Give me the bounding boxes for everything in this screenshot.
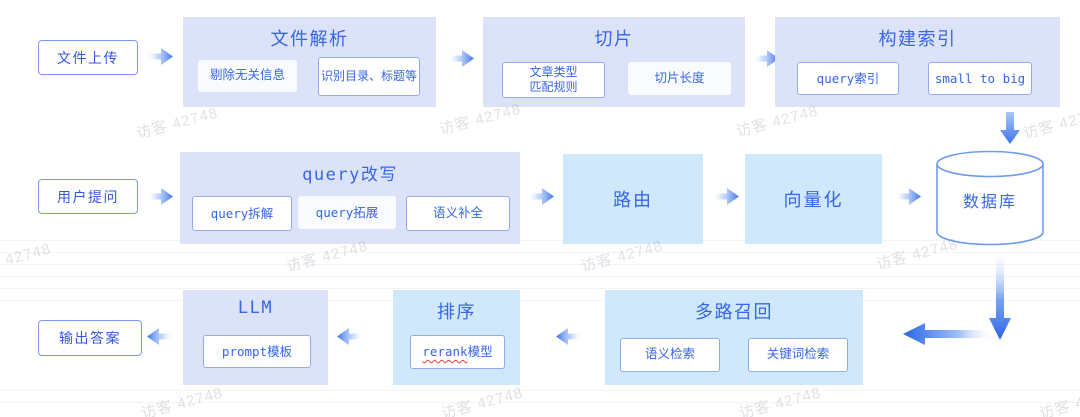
arrow-down-icon <box>1000 112 1020 144</box>
sub-item-prompt-template: prompt模板 <box>203 335 311 368</box>
sub-item-semantic-retrieval: 语义检索 <box>620 338 720 372</box>
stage-routing: 路由 <box>563 154 703 244</box>
sub-item-rerank-model: rerank模型 <box>410 335 505 369</box>
start-node-label: 用户提问 <box>57 188 119 205</box>
stage-title: 切片 <box>594 29 634 49</box>
stage-rerank: 排序 rerank模型 <box>393 290 520 385</box>
sub-item-query-decompose: query拆解 <box>192 196 292 231</box>
sub-item-label: small to big <box>934 70 1026 86</box>
start-node-output-answer: 输出答案 <box>38 320 142 356</box>
rerank-model-suffix: 模型 <box>467 344 493 360</box>
sub-item-article-type-rules: 文章类型匹配规则 <box>502 62 605 98</box>
stage-title: 排序 <box>437 302 476 322</box>
stage-build-index: 构建索引 query索引 small to big <box>775 17 1060 107</box>
sub-item-keyword-retrieval: 关键词检索 <box>748 338 848 372</box>
background-rule-line <box>0 402 1080 403</box>
sub-item-label: query拆解 <box>210 205 274 221</box>
background-rule-line <box>0 264 1080 265</box>
stage-title: 向量化 <box>783 190 844 210</box>
arrow-down-long-icon <box>989 248 1011 340</box>
sub-item-label: 剔除无关信息 <box>209 68 285 83</box>
visitor-watermark: 访客 42748 <box>134 104 220 143</box>
stage-vectorization: 向量化 <box>745 154 882 244</box>
database-cylinder: 数据库 <box>935 150 1045 246</box>
sub-item-label: 语义检索 <box>644 347 695 362</box>
sub-item-label: 识别目录、标题等 <box>320 69 417 83</box>
background-rule-line <box>0 288 1080 289</box>
arrow-left-icon <box>147 328 173 345</box>
visitor-watermark: 访客 42748 <box>1021 104 1080 143</box>
visitor-watermark: 访客 42748 <box>0 240 53 279</box>
stage-multi-path-recall: 多路召回 语义检索 关键词检索 <box>605 290 863 385</box>
sub-item-remove-irrelevant: 剔除无关信息 <box>198 60 297 92</box>
stage-llm: LLM prompt模板 <box>183 290 328 385</box>
sub-item-label: 关键词检索 <box>766 347 830 362</box>
stage-title: query改写 <box>302 165 398 185</box>
arrow-right-icon <box>713 188 739 205</box>
arrow-right-icon <box>147 48 173 65</box>
visitor-watermark: 访客 42748 <box>1037 384 1080 417</box>
background-rule-line <box>0 300 1080 301</box>
sub-item-small-to-big: small to big <box>928 62 1032 95</box>
sub-item-recognize-titles: 识别目录、标题等 <box>318 57 420 96</box>
sub-item-label: query拓展 <box>315 204 379 220</box>
sub-item-label: prompt模板 <box>221 343 293 359</box>
background-rule-line <box>0 390 1080 391</box>
sub-item-label: 切片长度 <box>654 70 705 85</box>
sub-item-semantic-completion: 语义补全 <box>406 196 510 231</box>
start-node-label: 输出答案 <box>59 330 121 346</box>
arrow-right-icon <box>147 188 173 205</box>
cylinder-icon <box>936 150 1044 246</box>
stage-query-rewrite: query改写 query拆解 query拓展 语义补全 <box>180 152 520 244</box>
sub-item-label: rerank模型 <box>422 344 492 360</box>
arrow-left-long-icon <box>903 323 995 345</box>
rerank-misspelled-word: rerank <box>422 344 468 360</box>
sub-item-label: query索引 <box>816 70 880 86</box>
sub-item-query-index: query索引 <box>797 62 899 95</box>
sub-item-label: 文章类型匹配规则 <box>529 65 578 94</box>
stage-file-parse: 文件解析 剔除无关信息 识别目录、标题等 <box>183 17 436 107</box>
stage-title: 路由 <box>613 190 653 210</box>
stage-title: LLM <box>237 298 274 318</box>
visitor-watermark: 访客 42748 <box>737 384 823 417</box>
arrow-right-icon <box>753 50 779 67</box>
background-rule-line <box>0 252 1080 253</box>
start-node-label: 文件上传 <box>57 49 119 66</box>
visitor-watermark: 访客 42748 <box>139 384 225 417</box>
arrow-left-icon <box>556 328 582 345</box>
sub-item-query-expand: query拓展 <box>298 196 396 229</box>
arrow-right-icon <box>528 188 554 205</box>
sub-item-label: 语义补全 <box>432 205 483 220</box>
start-node-user-question: 用户提问 <box>38 179 138 214</box>
database-label: 数据库 <box>962 194 1017 211</box>
start-node-file-upload: 文件上传 <box>38 40 138 75</box>
background-rule-line <box>0 276 1080 277</box>
stage-slicing: 切片 文章类型匹配规则 切片长度 <box>483 17 745 107</box>
visitor-watermark: 访客 42748 <box>439 384 525 417</box>
stage-title: 文件解析 <box>270 29 349 49</box>
stage-title: 构建索引 <box>878 29 957 49</box>
arrow-right-icon <box>895 188 921 205</box>
arrow-right-icon <box>448 50 474 67</box>
stage-title: 多路召回 <box>695 302 773 322</box>
sub-item-slice-length: 切片长度 <box>628 62 731 95</box>
arrow-left-icon <box>337 328 363 345</box>
background-rule-line <box>0 240 1080 241</box>
